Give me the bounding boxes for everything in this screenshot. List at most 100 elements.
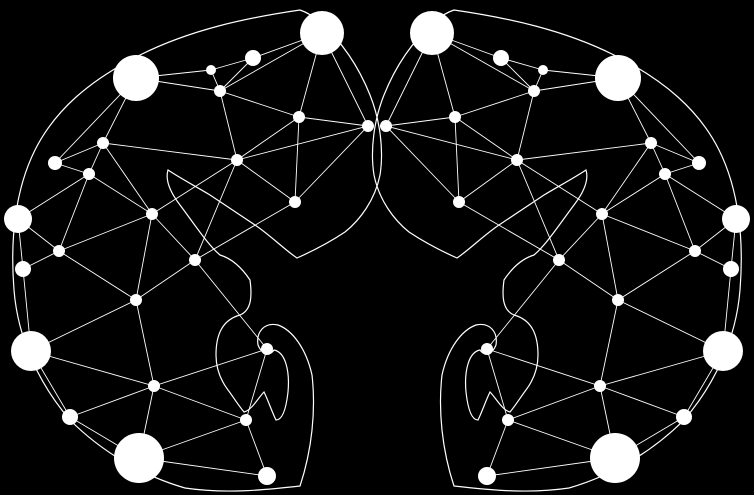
network-node (449, 111, 461, 123)
network-node (293, 111, 305, 123)
network-edge (152, 160, 237, 214)
network-edge (295, 126, 368, 202)
network-edge (152, 214, 195, 260)
network-edge (600, 300, 618, 386)
network-node (410, 11, 454, 55)
network-node (245, 50, 261, 66)
network-node (538, 65, 548, 75)
network-node (258, 467, 276, 485)
network-node (362, 120, 374, 132)
network-node (4, 205, 32, 233)
network-edge (195, 202, 295, 260)
network-edge (602, 143, 651, 214)
network-node (189, 254, 201, 266)
network-node (97, 137, 109, 149)
network-edge (559, 214, 602, 260)
network-node (493, 50, 509, 66)
network-node (692, 156, 706, 170)
network-edge (517, 160, 602, 214)
network-node (595, 55, 641, 101)
network-edge (517, 91, 534, 160)
network-edge (195, 260, 267, 349)
network-edge (386, 117, 455, 126)
right-hemisphere (372, 10, 750, 491)
network-edge (602, 214, 618, 300)
network-edge (386, 126, 459, 202)
network-edge (455, 117, 459, 202)
network-edge (136, 214, 152, 300)
network-edge (89, 174, 152, 214)
network-node (596, 208, 608, 220)
network-node (594, 380, 606, 392)
network-node (214, 85, 226, 97)
network-edge (220, 91, 237, 160)
network-node (689, 245, 701, 257)
network-node (453, 196, 465, 208)
network-node (502, 414, 514, 426)
network-edge (600, 386, 684, 417)
network-edge (455, 91, 534, 117)
network-node (481, 343, 493, 355)
network-edge (237, 117, 299, 160)
network-edge (103, 143, 152, 214)
network-node (528, 85, 540, 97)
network-edge (602, 214, 695, 251)
network-node (261, 343, 273, 355)
network-edge (246, 349, 267, 420)
network-node (113, 55, 159, 101)
network-edge (195, 160, 237, 260)
network-edge (559, 260, 618, 300)
network-edge (103, 143, 237, 160)
network-edge (618, 251, 695, 300)
network-node (11, 331, 51, 371)
network-edge (136, 260, 195, 300)
network-node (15, 261, 31, 277)
network-edge (455, 117, 517, 160)
network-node (83, 168, 95, 180)
network-node (511, 154, 523, 166)
network-edge (508, 386, 600, 420)
network-node (146, 208, 158, 220)
network-edge (517, 143, 651, 160)
network-edge (602, 174, 665, 214)
network-node (114, 433, 164, 483)
network-node (723, 261, 739, 277)
network-edge (237, 126, 368, 160)
network-edge (459, 202, 559, 260)
network-node (590, 433, 640, 483)
network-node (703, 331, 743, 371)
network-node (478, 467, 496, 485)
network-edge (517, 160, 559, 260)
network-node (645, 137, 657, 149)
network-edge (59, 251, 136, 300)
network-node (612, 294, 624, 306)
network-node (380, 120, 392, 132)
network-edge (665, 174, 695, 251)
network-edge (459, 160, 517, 202)
network-node (53, 245, 65, 257)
network-node (553, 254, 565, 266)
network-edge (487, 349, 600, 386)
network-edge (487, 260, 559, 349)
network-edge (136, 300, 154, 386)
network-edge (220, 91, 299, 117)
network-edge (59, 214, 152, 251)
network-edge (295, 117, 299, 202)
network-node (130, 294, 142, 306)
left-hemisphere (4, 10, 382, 491)
network-node (62, 409, 78, 425)
network-edge (154, 386, 246, 420)
network-node (722, 205, 750, 233)
network-node (148, 380, 160, 392)
network-node (206, 65, 216, 75)
network-edge (70, 386, 154, 417)
network-node (48, 156, 62, 170)
network-edge (386, 126, 517, 160)
network-edge (487, 349, 508, 420)
network-node (676, 409, 692, 425)
network-node (289, 196, 301, 208)
network-node (240, 414, 252, 426)
network-edge (237, 160, 295, 202)
